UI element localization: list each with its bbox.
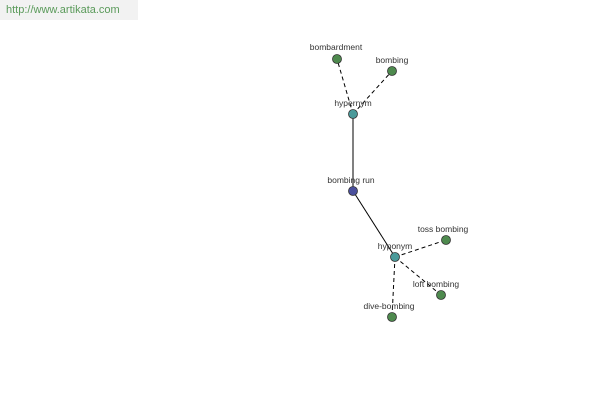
edge-center-hyponym — [352, 190, 396, 258]
label-hypernym: hypernym — [334, 98, 371, 108]
node-bombing[interactable] — [387, 66, 397, 76]
label-bombing-run: bombing run — [327, 175, 375, 185]
node-toss-bombing[interactable] — [441, 235, 451, 245]
edge-hyponym-toss-bombing — [394, 239, 447, 258]
label-toss-bombing: toss bombing — [418, 224, 469, 234]
node-loft-bombing[interactable] — [436, 290, 446, 300]
node-hyponym[interactable] — [390, 252, 400, 262]
label-hyponym: hyponym — [378, 241, 413, 251]
node-hypernym[interactable] — [348, 109, 358, 119]
node-bombing-run[interactable] — [348, 186, 358, 196]
label-bombardment: bombardment — [310, 42, 363, 52]
source-url-banner[interactable]: http://www.artikata.com — [0, 0, 138, 20]
node-dive-bombing[interactable] — [387, 312, 397, 322]
edge-hypernym-bombardment — [336, 58, 354, 115]
edge-hyponym-dive-bombing — [391, 256, 396, 318]
label-loft-bombing: loft bombing — [413, 279, 460, 289]
node-bombardment[interactable] — [332, 54, 342, 64]
edge-hypernym-bombing — [352, 70, 393, 115]
label-dive-bombing: dive-bombing — [363, 301, 414, 311]
label-bombing: bombing — [376, 55, 409, 65]
edge-hyponym-loft-bombing — [394, 256, 442, 296]
